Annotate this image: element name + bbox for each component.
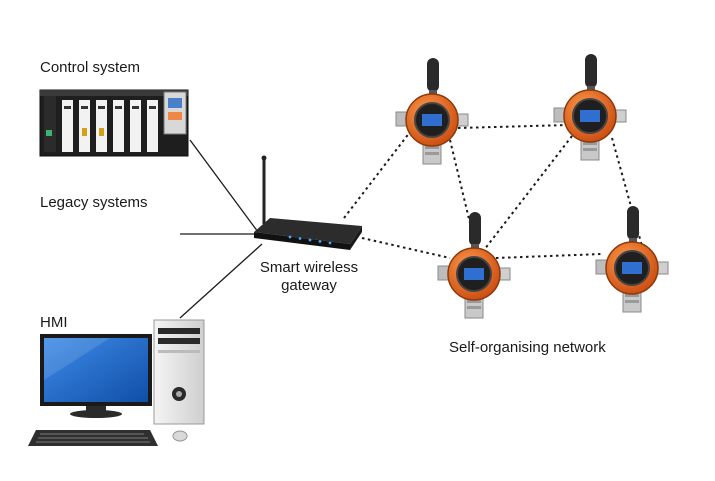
hmi-wire [179,243,263,319]
gateway-label: Smart wireless gateway [259,259,359,294]
sensor-3-icon [437,211,511,319]
link-sensor1-sensor3 [449,139,477,249]
sensor-4-icon [595,205,669,313]
sensor-1-icon [395,57,469,165]
link-gateway-sensor3 [361,237,451,259]
link-sensor2-sensor4 [611,137,643,247]
link-sensor3-sensor4 [495,253,603,259]
plc-rack-icon [39,89,189,157]
legacy-systems-label: Legacy systems [40,194,148,211]
mesh-links [343,124,643,259]
network-label: Self-organising network [449,339,606,356]
link-sensor2-sensor3 [483,135,573,251]
control-system-label: Control system [40,59,141,76]
sensor-2-icon [553,53,627,161]
link-sensor1-sensor2 [457,124,569,129]
desktop-computer-icon [28,319,205,446]
wireless-router-icon [254,155,362,250]
hmi-label: HMI [40,314,68,331]
link-gateway-sensor1 [343,131,411,219]
control-system-wire [189,139,259,233]
